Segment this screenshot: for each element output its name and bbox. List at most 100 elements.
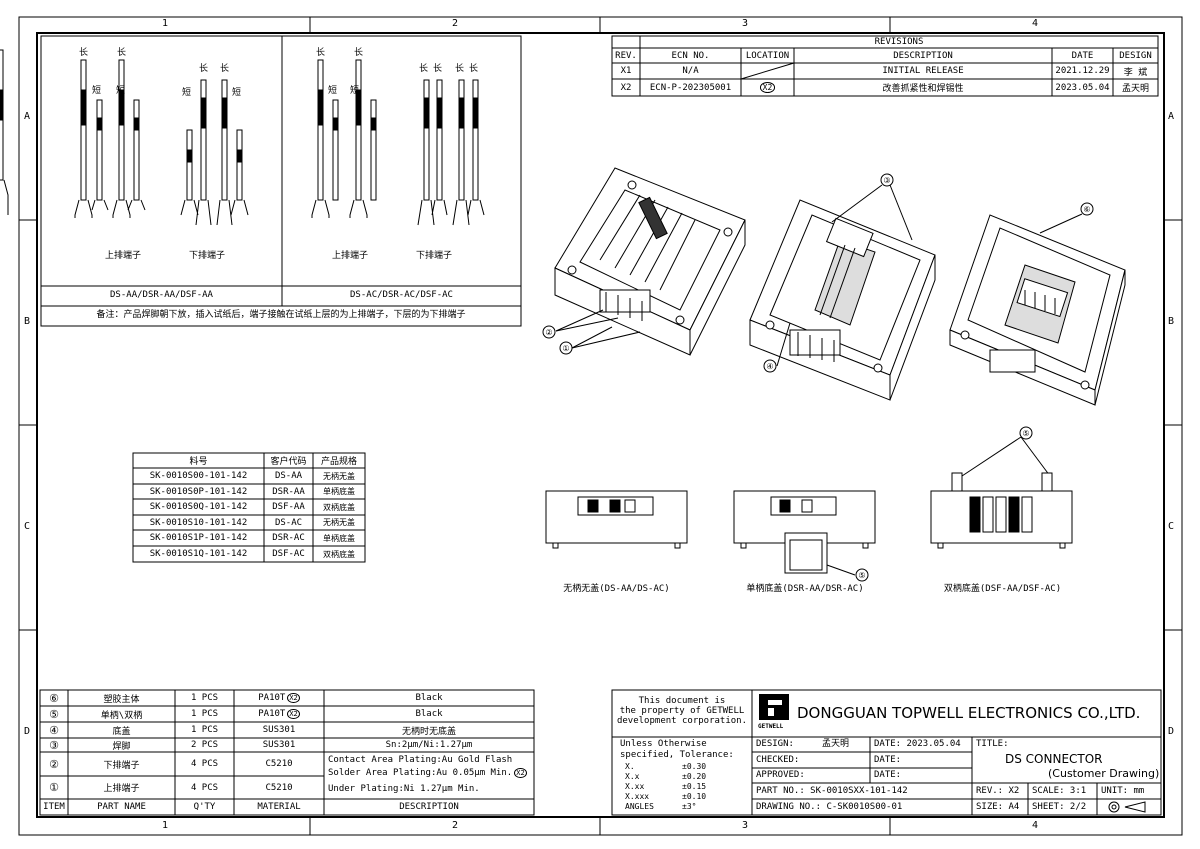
bom-material: SUS301 (262, 740, 296, 750)
bom-name: 塑胶主体 (103, 694, 140, 705)
customer-code: DSR-AC (272, 533, 305, 543)
bom-header: ITEM (43, 802, 65, 812)
plating-spec: Under Plating:Ni 1.27μm Min. (328, 784, 480, 794)
terminal-label: 上排端子 (332, 251, 369, 261)
plating-spec: Solder Area Plating:Au 0.05μm Min.X2 (328, 768, 527, 778)
customer-code: DS-AC (274, 517, 303, 528)
tol-key: X.xxx (625, 792, 650, 801)
tol-val: ±0.10 (682, 792, 707, 801)
tol-val: ±3° (682, 802, 697, 811)
rev-cell: 2021.12.29 (1055, 66, 1110, 76)
customer-code: DS-AA (274, 471, 303, 481)
series-label: DS-AC/DSR-AC/DSF-AC (350, 290, 453, 300)
side-view-3 (930, 472, 1073, 549)
rev-cell: N/A (682, 66, 699, 76)
bom-item: ④ (49, 723, 59, 737)
terminal-mark: 长 (419, 64, 429, 74)
terminal-note: 备注：产品焊脚朝下放，插入试纸后，端子接触在试纸上层的为上排端子，下层的为下排端… (96, 310, 466, 320)
rev-header: DESIGN (1119, 50, 1152, 61)
bom-desc: Black (415, 693, 443, 703)
bom-header: MATERIAL (257, 802, 301, 812)
bom-qty: 4 PCS (190, 759, 219, 769)
unit: UNIT: mm (1101, 786, 1145, 796)
logo-text: GETWELL (758, 723, 784, 730)
part-table-header: 客户代码 (270, 457, 307, 467)
bom-name: 上排端子 (103, 784, 140, 794)
bom-desc: Black (415, 709, 443, 719)
terminal-mark: 长 (433, 64, 443, 74)
callout-5: ⑤ (1022, 428, 1030, 438)
terminal-mark: 长 (469, 64, 479, 74)
terminal-mark: 短 (350, 86, 360, 96)
part-no: PART NO.: SK-0010SXX-101-142 (756, 786, 908, 796)
product-spec: 无柄无盖 (323, 471, 355, 481)
view-label: 无柄无盖(DS-AA/DS-AC) (563, 584, 670, 594)
bom-desc: 无柄时无底盖 (401, 726, 456, 737)
bom-item: ① (49, 781, 59, 794)
rev-cell: 改善抓紧性和焊锡性 (882, 84, 964, 94)
terminal-label: 上排端子 (105, 251, 142, 261)
bom-header: DESCRIPTION (399, 802, 459, 812)
rev-cell: X2 (620, 82, 632, 93)
rev-header: DESCRIPTION (893, 50, 953, 61)
part-number: SK-0010S00-101-142 (149, 471, 248, 481)
part-table-header: 料号 (189, 457, 208, 467)
column-label: 1 (161, 820, 169, 831)
column-label: 4 (1031, 820, 1039, 831)
bom-header: Q'TY (193, 802, 216, 812)
bom-qty: 1 PCS (190, 709, 219, 719)
product-spec: 双柄底盖 (323, 502, 355, 512)
terminal-mark: 长 (220, 64, 230, 74)
terminal-mark: 长 (79, 48, 89, 58)
bom-header: PART NAME (97, 802, 146, 812)
bom-qty: 4 PCS (190, 782, 219, 793)
scale: SCALE: 3:1 (1032, 786, 1087, 796)
view-label: 双柄底盖(DSF-AA/DSF-AC) (943, 584, 1062, 594)
column-label: 1 (161, 18, 169, 29)
product-spec: 单柄底盖 (323, 533, 355, 543)
tol-val: ±0.30 (682, 762, 707, 771)
bom-name: 下排端子 (103, 760, 140, 771)
tol-key: X.x (625, 772, 640, 781)
product-spec: 无柄无盖 (323, 518, 355, 527)
side-view-2 (733, 490, 876, 576)
callout-2: ② (545, 327, 553, 337)
row-label: D (24, 726, 31, 737)
bom-material: C5210 (265, 759, 293, 769)
callout-3: ③ (883, 175, 891, 185)
property-note: the property of GETWELL (619, 706, 745, 716)
rev-header: REV. (615, 50, 637, 61)
product-spec: 单柄底盖 (323, 487, 355, 496)
property-note: development corporation. (616, 716, 748, 726)
tol-key: X. (625, 762, 635, 771)
callout-1: ① (562, 343, 570, 353)
terminal-mark: 长 (455, 64, 465, 74)
tolerance-note: Unless Otherwise (620, 739, 707, 749)
row-label: C (1168, 521, 1175, 532)
bom-item: ⑤ (49, 707, 59, 721)
callout-4: ④ (766, 361, 774, 371)
customer-code: DSF-AC (272, 549, 305, 559)
column-label: 2 (451, 18, 459, 29)
tol-val: ±0.20 (682, 772, 707, 781)
tolerance-note: specified, Tolerance: (620, 750, 734, 760)
row-label: A (1168, 111, 1175, 122)
title-label: TITLE: (976, 739, 1009, 749)
rev-cell: INITIAL RELEASE (882, 66, 964, 76)
bom-name: 单柄\双柄 (100, 710, 143, 721)
part-number: SK-0010S0Q-101-142 (149, 502, 248, 512)
view-label: 单柄底盖(DSR-AA/DSR-AC) (746, 584, 864, 594)
terminal-mark: 短 (232, 88, 242, 98)
checked-label: CHECKED: (756, 755, 800, 765)
sheet: SHEET: 2/2 (1032, 802, 1087, 812)
size: SIZE: A4 (976, 802, 1020, 812)
design-name: 孟天明 (822, 739, 850, 749)
part-number: SK-0010S10-101-142 (149, 517, 248, 528)
row-label: D (1168, 726, 1175, 737)
rev-cell: ECN-P-202305001 (649, 82, 732, 93)
rev-header: DATE (1071, 50, 1094, 61)
bom-item: ③ (49, 738, 59, 752)
